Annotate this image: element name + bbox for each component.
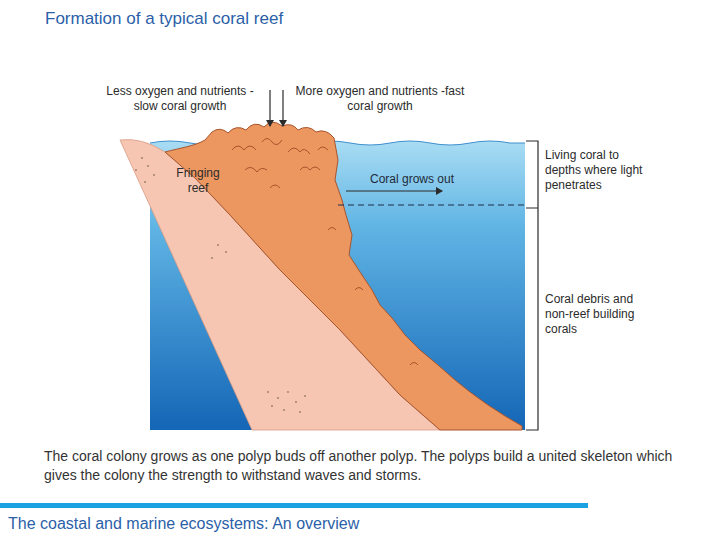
- land-stipple: [135, 157, 306, 413]
- slide-title: Formation of a typical coral reef: [45, 8, 685, 29]
- growth-arrow: [346, 190, 442, 191]
- footer-bar: [0, 503, 588, 508]
- slow-growth-label: Less oxygen and nutrients -slow coral gr…: [96, 84, 264, 114]
- reef-type-label: Fringing reef: [170, 166, 226, 196]
- zone-bracket: [526, 141, 538, 430]
- reef-body: [165, 122, 522, 430]
- growth-direction-label: Coral grows out: [370, 172, 480, 187]
- debris-zone-label: Coral debris and non-reef building coral…: [545, 292, 655, 337]
- fast-growth-label: More oxygen and nutrients -fast coral gr…: [292, 84, 468, 114]
- living-zone-label: Living coral to depths where light penet…: [545, 148, 655, 193]
- depth-dashed-line: [338, 204, 525, 205]
- fast-arrow: [282, 90, 283, 126]
- slow-arrow: [269, 90, 270, 126]
- slide-caption: The coral colony grows as one polyp buds…: [44, 447, 689, 485]
- footer-label: The coastal and marine ecosystems: An ov…: [8, 514, 588, 534]
